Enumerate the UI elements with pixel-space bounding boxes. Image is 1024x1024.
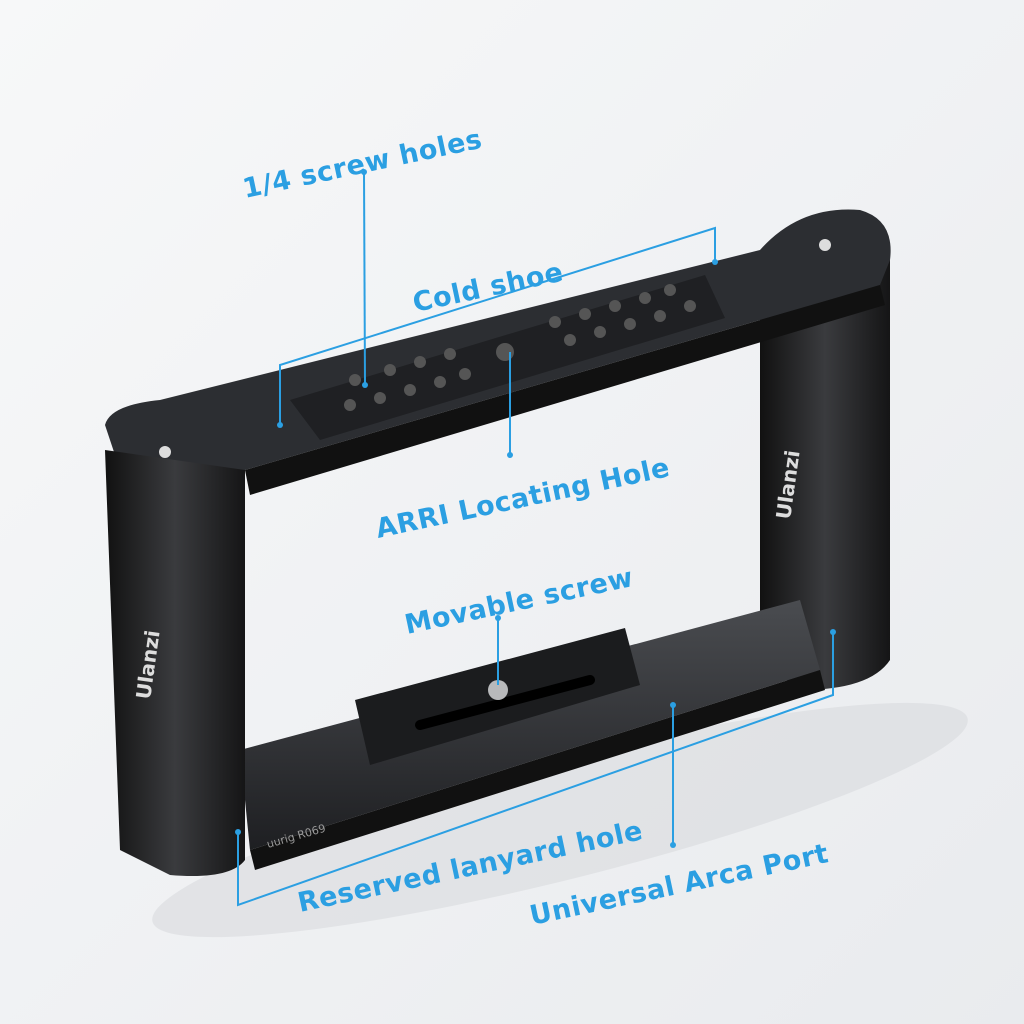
arri-hole [496,343,514,361]
screw-holes [344,284,696,411]
callout-lines [235,169,836,907]
right-grip: Ulanzi [760,255,890,690]
left-grip: Ulanzi [105,450,245,876]
top-bar [105,209,891,495]
bottom-plate: uurig R069 [240,600,825,870]
movable-screw [488,680,508,700]
